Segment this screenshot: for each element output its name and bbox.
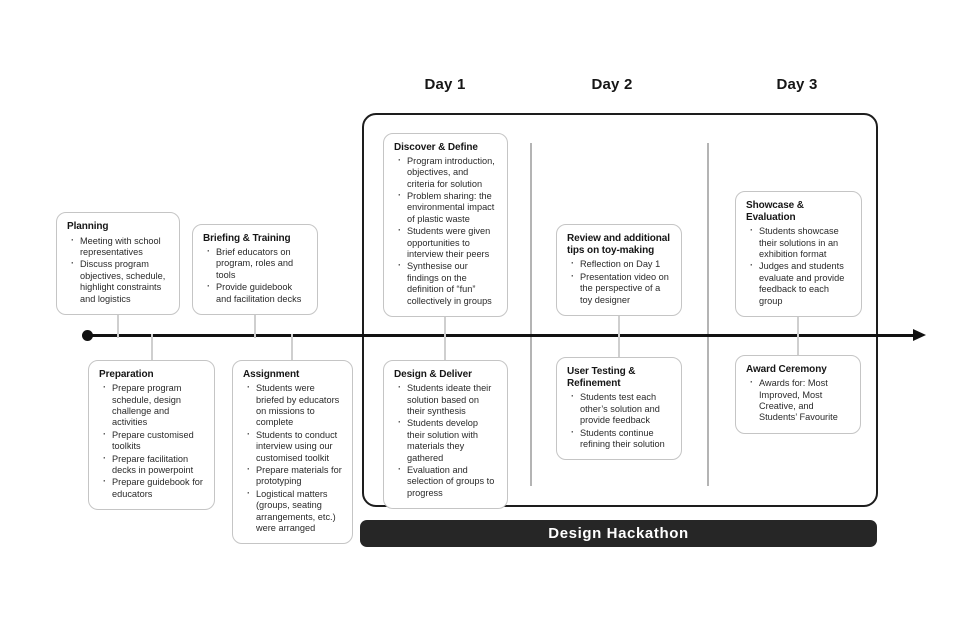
bullet-item: Program introduction, objectives, and cr… bbox=[394, 155, 498, 190]
bullet-item: Problem sharing: the environmental impac… bbox=[394, 190, 498, 225]
card-design-title: Design & Deliver bbox=[394, 369, 472, 380]
card-preparation: Preparation Prepare program schedule, de… bbox=[88, 360, 215, 511]
bullet-item: Reflection on Day 1 bbox=[567, 258, 672, 270]
bullet-item: Logistical matters (groups, seating arra… bbox=[243, 488, 343, 535]
bullet-item: Discuss program objectives, schedule, hi… bbox=[67, 258, 170, 305]
connector-showcase bbox=[797, 317, 799, 338]
connector-planning bbox=[117, 315, 119, 338]
connector-assignment bbox=[291, 334, 293, 360]
card-briefing-training: Briefing & Training Brief educators on p… bbox=[192, 223, 318, 315]
connector-user-testing bbox=[618, 334, 620, 357]
connector-briefing bbox=[254, 315, 256, 338]
timeline-axis bbox=[86, 334, 914, 337]
bullet-item: Provide guidebook and facilitation decks bbox=[203, 281, 308, 305]
card-discover-define: Discover & Define Program introduction, … bbox=[383, 132, 508, 317]
bullet-item: Judges and students evaluate and provide… bbox=[746, 260, 852, 307]
bullet-item: Students to conduct interview using our … bbox=[243, 429, 343, 464]
card-discover-title: Discover & Define bbox=[394, 141, 478, 153]
card-assignment: Assignment Students were briefed by educ… bbox=[232, 360, 353, 545]
card-preparation-title: Preparation bbox=[99, 369, 154, 380]
bullet-item: Students were briefed by educators on mi… bbox=[243, 382, 343, 429]
bullet-item: Prepare guidebook for educators bbox=[99, 476, 205, 500]
bullet-item: Prepare facilitation decks in powerpoint bbox=[99, 453, 205, 477]
connector-review bbox=[618, 316, 620, 338]
card-showcase-evaluation: Showcase & Evaluation Students showcase … bbox=[735, 190, 862, 317]
card-design-deliver: Design & Deliver Students ideate their s… bbox=[383, 360, 508, 510]
card-review-tips: Review and additional tips on toy-making… bbox=[556, 224, 682, 316]
card-review-title: Review and additional tips on toy-making bbox=[567, 233, 670, 257]
card-assignment-title: Assignment bbox=[243, 369, 300, 380]
bullet-item: Students develop their solution with mat… bbox=[394, 417, 498, 464]
bullet-item: Students test each other’s solution and … bbox=[567, 391, 672, 426]
bullet-item: Students showcase their solutions in an … bbox=[746, 225, 852, 260]
bullet-item: Students continue refining their solutio… bbox=[567, 427, 672, 451]
bullet-item: Students were given opportunities to int… bbox=[394, 225, 498, 260]
bullet-item: Evaluation and selection of groups to pr… bbox=[394, 464, 498, 499]
day-2-header: Day 2 bbox=[591, 76, 633, 93]
design-hackathon-banner: Design Hackathon bbox=[360, 520, 877, 547]
bullet-item: Prepare customised toolkits bbox=[99, 429, 205, 453]
connector-award bbox=[797, 334, 799, 355]
connector-discover bbox=[444, 317, 446, 338]
card-award-title: Award Ceremony bbox=[746, 364, 827, 375]
banner-label: Design Hackathon bbox=[548, 525, 689, 542]
card-planning: Planning Meeting with school representat… bbox=[56, 212, 180, 315]
card-user-testing: User Testing & Refinement Students test … bbox=[556, 357, 682, 461]
timeline-start-dot bbox=[82, 330, 93, 341]
bullet-item: Meeting with school representatives bbox=[67, 235, 170, 259]
card-briefing-title: Briefing & Training bbox=[203, 232, 291, 244]
day2-day3-divider bbox=[707, 143, 709, 486]
card-showcase-title: Showcase & Evaluation bbox=[746, 199, 804, 223]
bullet-item: Synthesise our findings on the definitio… bbox=[394, 260, 498, 307]
bullet-item: Students ideate their solution based on … bbox=[394, 382, 498, 417]
bullet-item: Brief educators on program, roles and to… bbox=[203, 246, 308, 281]
hackathon-frame bbox=[362, 113, 878, 507]
card-planning-title: Planning bbox=[67, 221, 109, 233]
connector-design bbox=[444, 334, 446, 360]
connector-preparation bbox=[151, 334, 153, 360]
timeline-arrowhead-icon bbox=[913, 329, 926, 341]
day-3-header: Day 3 bbox=[776, 76, 818, 93]
bullet-item: Awards for: Most Improved, Most Creative… bbox=[746, 377, 851, 424]
card-user-testing-title: User Testing & Refinement bbox=[567, 366, 636, 390]
bullet-item: Prepare materials for prototyping bbox=[243, 464, 343, 488]
day-1-header: Day 1 bbox=[424, 76, 466, 93]
card-award-ceremony: Award Ceremony Awards for: Most Improved… bbox=[735, 355, 861, 434]
bullet-item: Presentation video on the perspective of… bbox=[567, 271, 672, 306]
bullet-item: Prepare program schedule, design challen… bbox=[99, 382, 205, 429]
day1-day2-divider bbox=[530, 143, 532, 486]
